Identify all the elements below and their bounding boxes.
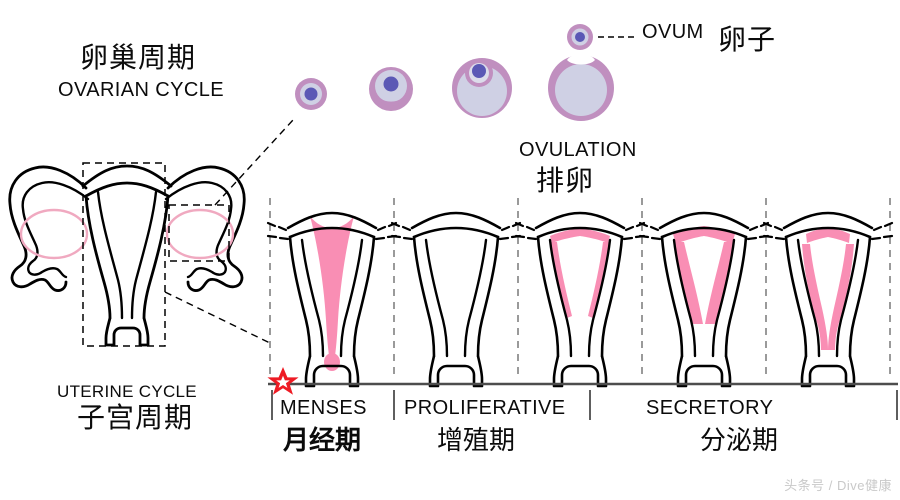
phase-label-en-menses: MENSES	[280, 397, 367, 419]
uterus-menses	[266, 211, 398, 388]
endometrium-thickest-right	[828, 244, 854, 350]
endometrium-menses	[310, 216, 354, 356]
follicle-series	[295, 24, 614, 121]
endometrium-thin-left	[551, 242, 572, 318]
follicle-graafian	[548, 54, 614, 121]
watermark: 头条号 / Dive健康	[784, 478, 892, 493]
ovulation-label-en: OVULATION	[519, 139, 637, 161]
phase-label-en-secretory: SECRETORY	[646, 397, 774, 419]
phase-label-cn-proliferative: 增殖期	[437, 425, 516, 455]
ovarian-cycle-title-en: OVARIAN CYCLE	[58, 79, 224, 101]
uterus-anatomy-full	[8, 119, 294, 347]
right-ovary	[165, 208, 235, 260]
label-band-ticks	[271, 390, 898, 420]
released-ovum	[567, 24, 593, 50]
phase-label-cn-menses: 月经期	[283, 425, 362, 455]
uterine-cycle-title-en: UTERINE CYCLE	[57, 382, 197, 401]
follicle-secondary	[452, 58, 512, 118]
uterus-early-secretory	[638, 211, 770, 388]
uterus-callout-box	[82, 162, 166, 347]
ovum-label-en: OVUM	[642, 21, 704, 43]
uterus-leader-line	[164, 291, 273, 345]
endometrium-thickest-left	[802, 244, 828, 350]
uterus-early-proliferative	[390, 211, 522, 388]
ovary-callout-box	[168, 204, 230, 262]
ovary-leader-line	[214, 119, 294, 206]
phase-label-cn-secretory: 分泌期	[700, 425, 779, 455]
menses-star-marker	[267, 367, 299, 395]
uterus-late-proliferative	[514, 211, 646, 388]
uterine-cycle-title-cn: 子宫周期	[77, 402, 194, 433]
endometrium-thick-left	[674, 242, 703, 324]
ovum-label-cn: 卵子	[718, 24, 777, 55]
left-ovary	[19, 208, 89, 260]
ovarian-cycle-title-cn: 卵巢周期	[80, 42, 197, 73]
endometrium-thin-right	[588, 242, 609, 318]
ovulation-label-cn: 排卵	[536, 165, 595, 196]
phase-label-en-proliferative: PROLIFERATIVE	[404, 397, 566, 419]
follicle-primary	[369, 67, 413, 111]
phase-dividers	[269, 198, 891, 380]
follicle-primordial	[295, 78, 327, 110]
uterus-late-secretory	[762, 211, 894, 388]
endometrium-thick-right	[705, 242, 734, 324]
